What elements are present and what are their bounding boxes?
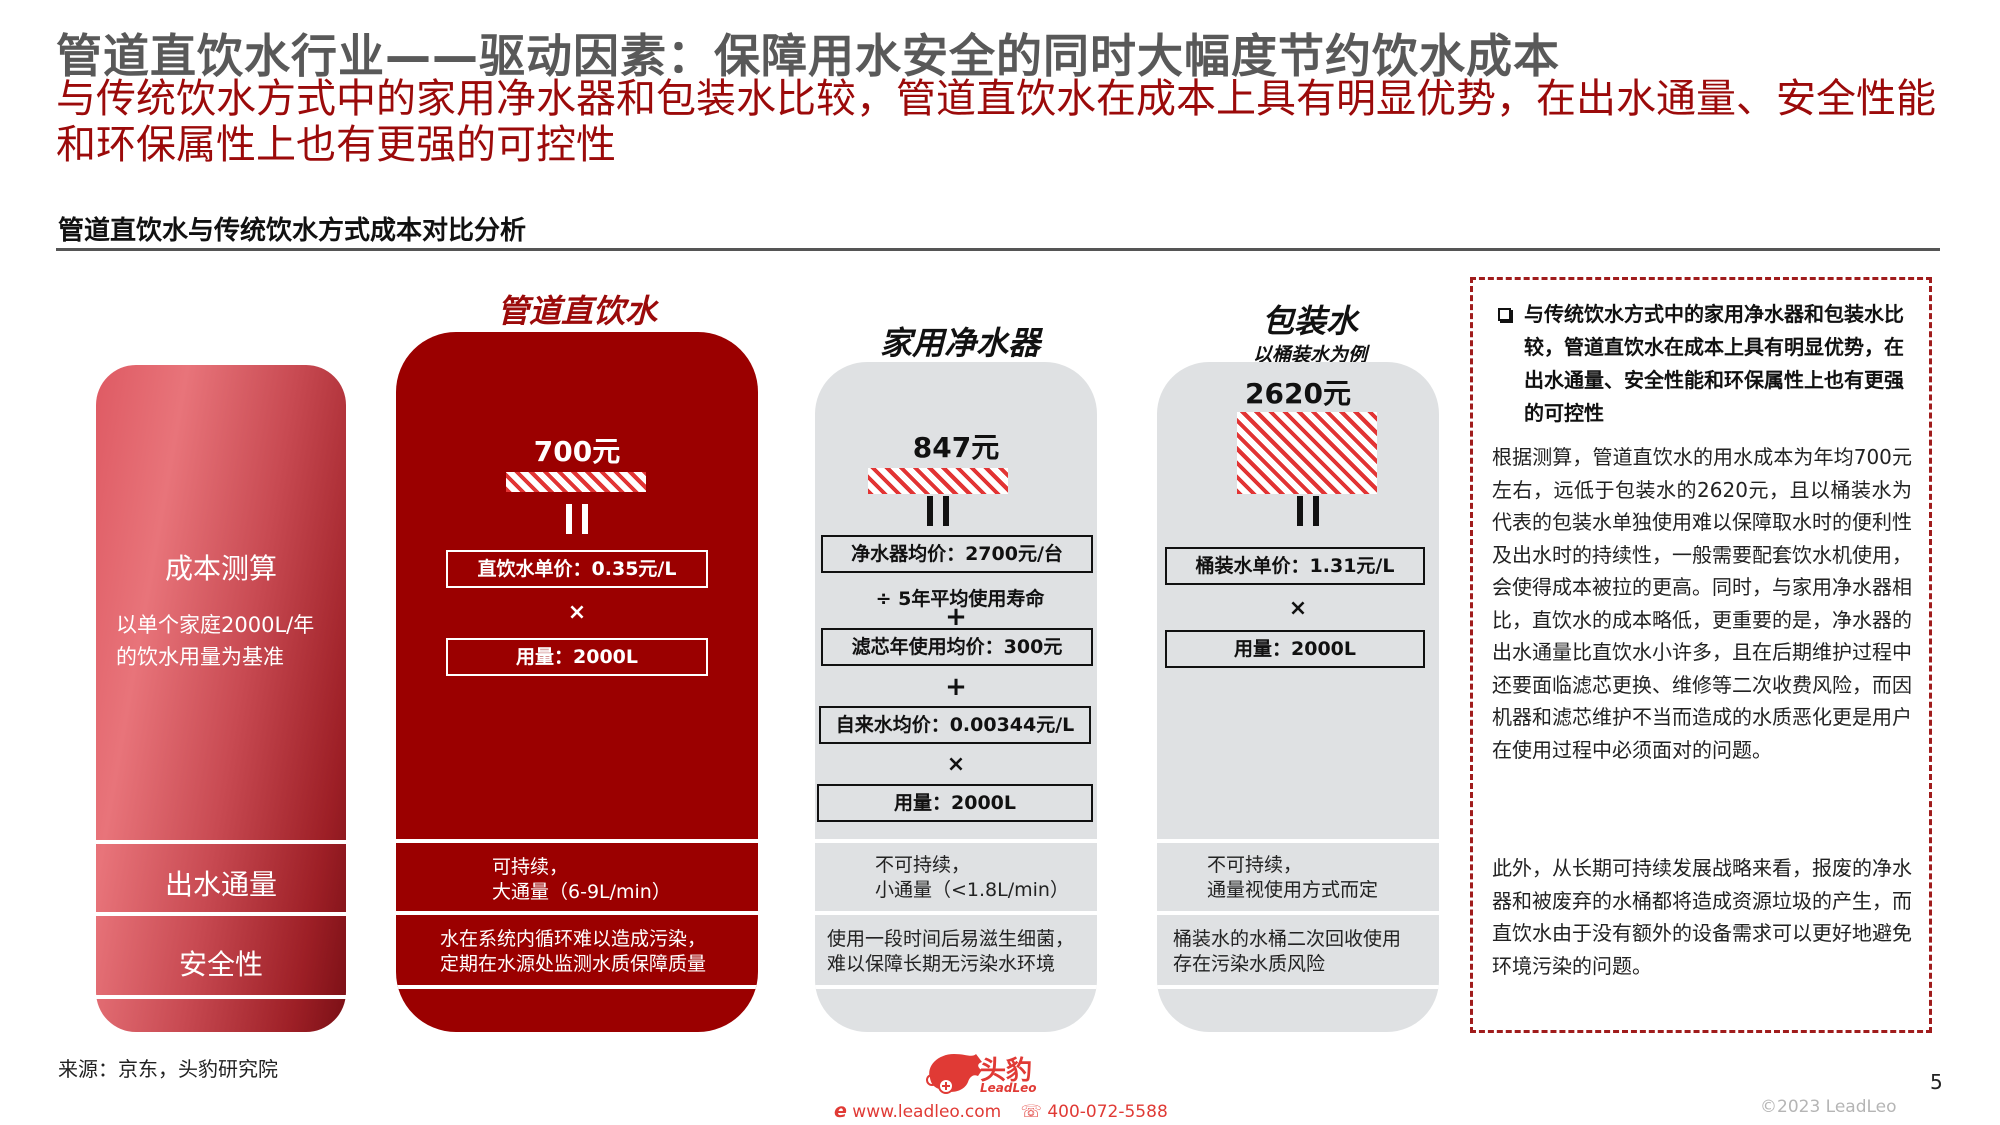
summary-bullet: 与传统饮水方式中的家用净水器和包装水比较，管道直饮水在成本上具有明显优势，在出水… (1496, 298, 1916, 430)
row-label-column: 成本测算 以单个家庭2000L/年 的饮水用量为基准 出水通量 安全性 (96, 365, 346, 1032)
purifier-annual-cost: 847元 (912, 431, 1000, 464)
page-number: 5 (1930, 1070, 1943, 1094)
purifier-tap-price-box: 自来水均价：0.00344元/L (819, 706, 1091, 744)
summary-note-box (1470, 277, 1932, 1033)
row-divider (1157, 985, 1439, 989)
row-divider (396, 911, 758, 915)
checkbox-bullet-icon (1498, 308, 1511, 321)
section-title: 管道直饮水与传统饮水方式成本对比分析 (58, 216, 527, 246)
contact-line: e www.leadleo.com ☏ 400-072-5588 (834, 1100, 1168, 1122)
bottled-flow-text: 不可持续， 通量视使用方式而定 (1207, 854, 1379, 901)
web-e-icon: e (834, 1100, 847, 1122)
phone-number: 400-072-5588 (1047, 1102, 1168, 1122)
row-divider (96, 995, 346, 999)
pipe-flow-text: 可持续， 大通量（6-9L/min） (492, 856, 671, 903)
equals-icon (1297, 496, 1319, 526)
cost-bar (868, 468, 1008, 494)
row-divider (96, 840, 346, 844)
cost-bar (506, 472, 646, 492)
purifier-title: 家用净水器 (879, 324, 1040, 362)
bottled-usage-box: 用量：2000L (1165, 630, 1425, 668)
bottled-annual-cost: 2620元 (1245, 377, 1351, 410)
row-divider (396, 985, 758, 989)
pipe-usage-box: 用量：2000L (446, 638, 708, 676)
bottled-water-subtitle: 以桶装水为例 (1252, 344, 1367, 366)
bottled-water-title: 包装水 (1261, 302, 1358, 340)
purifier-safety-text: 使用一段时间后易滋生细菌， 难以保障长期无污染水环境 (827, 928, 1075, 975)
row-divider (815, 839, 1097, 843)
section-divider (56, 248, 1940, 251)
row-divider (1157, 839, 1439, 843)
summary-paragraph-2: 此外，从长期可持续发展战略来看，报废的净水器和被废弃的水桶都将造成资源垃圾的产生… (1492, 856, 1912, 978)
purifier-device-price-box: 净水器均价：2700元/台 (821, 535, 1093, 573)
plus-operator: + (945, 672, 967, 702)
row-divider (815, 911, 1097, 915)
row-divider (396, 839, 758, 843)
source-note: 来源：京东，头豹研究院 (58, 1057, 278, 1081)
phone-icon: ☏ (1020, 1102, 1042, 1122)
pipe-unit-price-box: 直饮水单价：0.35元/L (446, 550, 708, 588)
page-subtitle: 与传统饮水方式中的家用净水器和包装水比较，管道直饮水在成本上具有明显优势，在出水… (56, 76, 1936, 168)
row-divider (1157, 911, 1439, 915)
row-divider (96, 912, 346, 916)
row-label-flow: 出水通量 (164, 868, 277, 901)
multiply-operator: × (567, 600, 587, 625)
purifier-usage-box: 用量：2000L (817, 784, 1093, 822)
leadleo-logo: 头豹 LeadLeo e www.leadleo.com ☏ 400-072-5… (820, 1048, 1180, 1123)
equals-icon (927, 496, 949, 526)
bottled-safety-text: 桶装水的水桶二次回收使用 存在污染水质风险 (1173, 928, 1402, 975)
website-link[interactable]: www.leadleo.com (852, 1102, 1002, 1122)
page-title: 管道直饮水行业——驱动因素：保障用水安全的同时大幅度节约饮水成本 (56, 29, 1560, 83)
pipe-water-title: 管道直饮水 (496, 292, 657, 330)
water-purifier-card: 847元 净水器均价：2700元/台 ÷ 5年平均使用寿命 + 滤芯年使用均价：… (815, 362, 1097, 1032)
purifier-flow-text: 不可持续， 小通量（<1.8L/min） (875, 854, 1069, 901)
plus-operator: + (945, 602, 967, 632)
logo-en-text: LeadLeo (980, 1081, 1037, 1095)
bottled-unit-price-box: 桶装水单价：1.31元/L (1165, 547, 1425, 585)
cost-bar (1237, 412, 1377, 494)
multiply-operator: × (946, 752, 966, 777)
copyright: ©2023 LeadLeo (1760, 1097, 1897, 1117)
logo-cn-text: 头豹 (980, 1056, 1033, 1086)
cost-basis-note: 以单个家庭2000L/年 的饮水用量为基准 (116, 613, 315, 669)
purifier-filter-price-box: 滤芯年使用均价：300元 (821, 628, 1093, 666)
row-label-safety: 安全性 (178, 948, 263, 981)
row-divider (815, 985, 1097, 989)
pipe-safety-text: 水在系统内循环难以造成污染， 定期在水源处监测水质保障质量 (440, 928, 707, 975)
row-label-cost: 成本测算 (164, 552, 277, 585)
divide-lifespan-text: ÷ 5年平均使用寿命 (875, 588, 1045, 610)
bottled-water-card: 2620元 桶装水单价：1.31元/L × 用量：2000L 不可持续， 通量视… (1157, 362, 1439, 1032)
pipe-water-annual-cost: 700元 (533, 435, 621, 468)
multiply-operator: × (1288, 596, 1308, 621)
summary-paragraph-1: 根据测算，管道直饮水的用水成本为年均700元左右，远低于包装水的2620元，且以… (1492, 445, 1912, 762)
leopard-logo-icon (926, 1054, 982, 1094)
pipe-water-card: 700元 直饮水单价：0.35元/L × 用量：2000L 可持续， 大通量（6… (396, 332, 758, 1032)
equals-icon (566, 504, 588, 534)
